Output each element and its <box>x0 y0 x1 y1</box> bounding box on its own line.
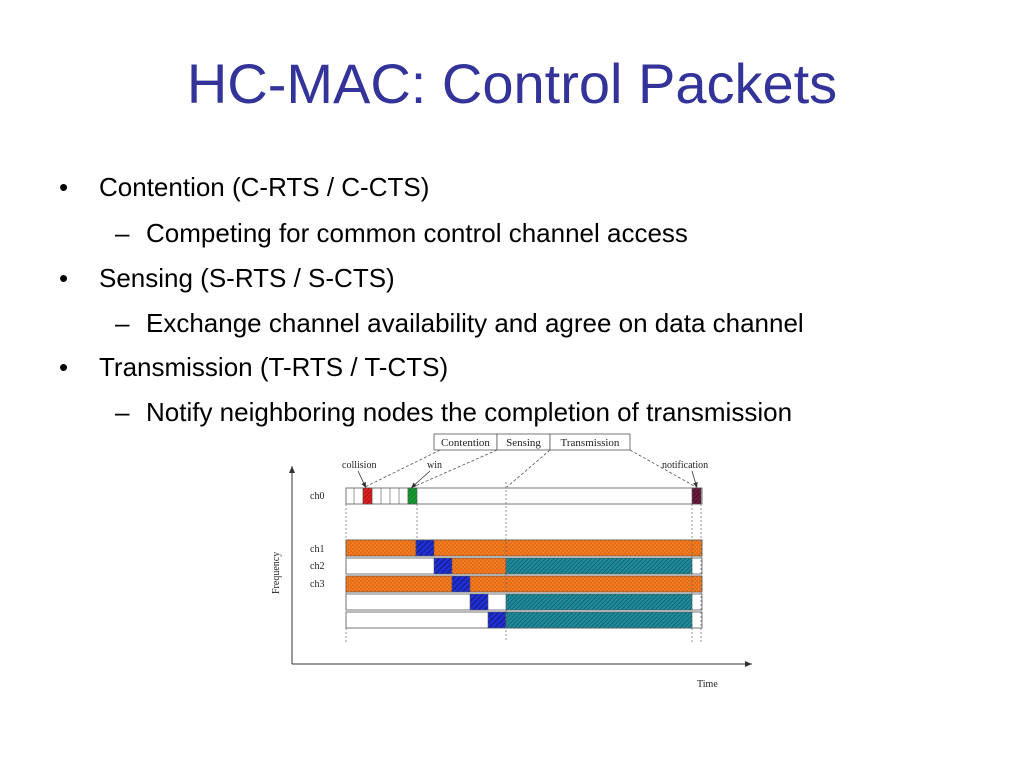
data-channel-rows <box>345 539 703 629</box>
collision-arrow <box>357 470 367 489</box>
ch2-busy-block <box>451 557 507 575</box>
ch1-contention-block <box>345 539 417 557</box>
timing-guides <box>345 482 702 642</box>
phase-label-contention: Contention <box>441 437 490 449</box>
sub-bullet-marker: – <box>115 218 130 248</box>
hc-mac-timing-diagram: Contention Sensing Transmission collisio… <box>271 433 752 690</box>
channel-label-ch2: ch2 <box>310 561 324 572</box>
time-axis-label: Time <box>697 679 718 690</box>
ch2-sensing-block <box>433 557 453 575</box>
sub-bullet-text: Notify neighboring nodes the completion … <box>146 397 793 427</box>
ch3-sensing-block <box>451 575 471 593</box>
sub-bullet-marker: – <box>115 397 130 427</box>
ch4-transmission-block <box>505 593 693 611</box>
phase-legend: Contention Sensing Transmission <box>433 433 631 451</box>
bullet-text: Sensing (S-RTS / S-CTS) <box>99 263 395 293</box>
win-arrow <box>410 470 431 489</box>
channel-label-ch0: ch0 <box>310 491 324 502</box>
bullet-item: • Transmission (T-RTS / T-CTS) <box>59 352 449 382</box>
notification-arrow <box>691 470 698 489</box>
channel-label-ch1: ch1 <box>310 544 324 555</box>
collision-slot <box>362 487 373 505</box>
phase-label-transmission: Transmission <box>561 437 620 449</box>
sub-bullet-item: – Notify neighboring nodes the completio… <box>115 397 793 427</box>
collision-label: collision <box>342 460 376 471</box>
ch5-sensing-block <box>487 611 507 629</box>
phase-pointer-lines <box>364 449 697 488</box>
phase-label-sensing: Sensing <box>506 437 541 449</box>
ch1-sensing-block <box>415 539 435 557</box>
bullet-marker: • <box>59 352 69 382</box>
ch1-busy-block <box>433 539 703 557</box>
sub-bullet-item: – Exchange channel availability and agre… <box>115 308 804 338</box>
bullet-item: • Sensing (S-RTS / S-CTS) <box>59 263 395 293</box>
win-slot <box>407 487 418 505</box>
ch0-track <box>345 487 703 505</box>
win-label: win <box>427 460 442 471</box>
ch5-transmission-block <box>505 611 693 629</box>
notification-label: notification <box>662 460 708 471</box>
sub-bullet-item: – Competing for common control channel a… <box>115 218 688 248</box>
ch4-sensing-block <box>469 593 489 611</box>
sub-bullet-text: Exchange channel availability and agree … <box>146 308 804 338</box>
slide-title: HC-MAC: Control Packets <box>186 52 838 115</box>
ch3-contention-block <box>345 575 453 593</box>
bullet-item: • Contention (C-RTS / C-CTS) <box>59 172 430 202</box>
bullet-text: Transmission (T-RTS / T-CTS) <box>99 352 449 382</box>
bullet-marker: • <box>59 172 69 202</box>
notification-slot <box>691 487 702 505</box>
frequency-axis-label: Frequency <box>271 552 282 594</box>
channel-label-ch3: ch3 <box>310 579 324 590</box>
ch3-busy-block <box>469 575 703 593</box>
phase-box-transmission <box>549 433 631 451</box>
ch0-row <box>345 487 703 505</box>
bullet-text: Contention (C-RTS / C-CTS) <box>99 172 430 202</box>
bullet-marker: • <box>59 263 69 293</box>
sub-bullet-text: Competing for common control channel acc… <box>146 218 688 248</box>
ch2-transmission-block <box>505 557 693 575</box>
sub-bullet-marker: – <box>115 308 130 338</box>
